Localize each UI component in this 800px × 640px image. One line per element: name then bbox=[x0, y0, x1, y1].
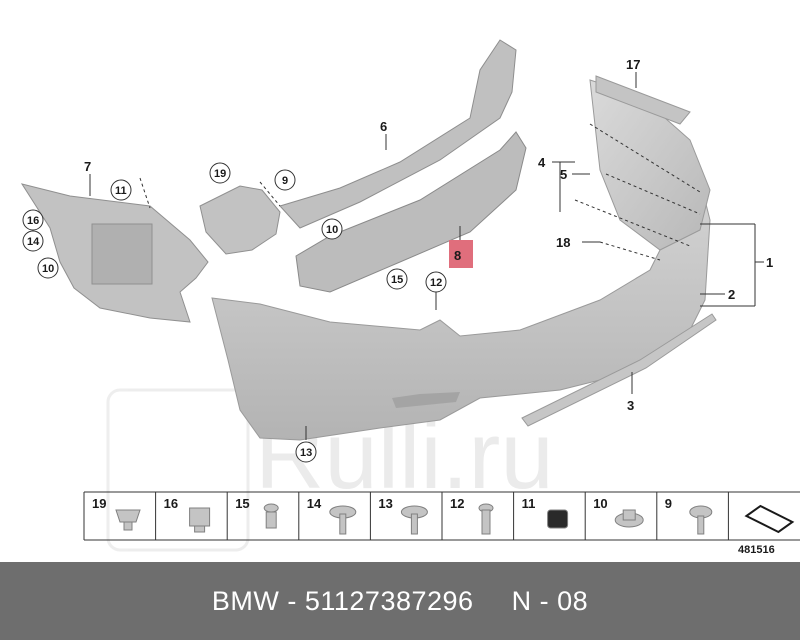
callout-19[interactable]: 19 bbox=[214, 168, 226, 180]
footer-page-letter: N bbox=[511, 585, 532, 616]
spring-nut-icon bbox=[189, 507, 211, 533]
callout-10-left[interactable]: 10 bbox=[42, 263, 54, 275]
footer-page-number: 08 bbox=[557, 585, 589, 616]
legend-item[interactable]: 9 bbox=[656, 492, 713, 540]
bracket-middle[interactable] bbox=[199, 185, 281, 255]
legend-item[interactable]: 15 bbox=[226, 492, 279, 540]
legend-item[interactable]: 11 bbox=[513, 492, 569, 540]
callout-17[interactable]: 17 bbox=[626, 57, 640, 72]
footer-bar: BMW - 51127387296 N - 08 bbox=[0, 562, 800, 640]
legend-item[interactable]: 19 bbox=[83, 492, 141, 540]
legend-number: 19 bbox=[92, 496, 106, 511]
bracket-left[interactable] bbox=[20, 183, 209, 323]
legend-number: 10 bbox=[593, 496, 607, 511]
reinforcement-bar[interactable] bbox=[279, 39, 517, 229]
callouts: 1 2 3 4 5 6 7 17 18 bbox=[84, 57, 773, 413]
legend-number: 15 bbox=[235, 496, 249, 511]
legend-number: 11 bbox=[522, 496, 536, 511]
callout-10-center[interactable]: 10 bbox=[326, 224, 338, 236]
clip-nut-icon bbox=[115, 509, 141, 531]
diagram-number: 481516 bbox=[738, 544, 775, 556]
collar-screw-icon bbox=[400, 505, 428, 535]
footer-brand: BMW bbox=[211, 585, 280, 616]
legend-number: 9 bbox=[665, 496, 672, 511]
circled-callout-labels: 12 13 15 19 9 10 11 16 14 10 bbox=[27, 168, 442, 459]
callout-4[interactable]: 4 bbox=[538, 155, 546, 170]
rubber-bushing-icon bbox=[547, 509, 569, 529]
footer-page-dash: - bbox=[539, 585, 550, 616]
callout-13[interactable]: 13 bbox=[300, 447, 312, 459]
footer-dash: - bbox=[287, 585, 297, 616]
leader-lines bbox=[89, 72, 764, 440]
collar-bolt-icon bbox=[689, 505, 713, 535]
expanding-rivet-icon bbox=[263, 503, 279, 529]
plate-arrow-icon bbox=[744, 504, 795, 534]
hex-collar-nut-icon bbox=[614, 509, 644, 528]
legend-item[interactable]: 16 bbox=[155, 492, 211, 540]
energy-absorber[interactable] bbox=[295, 131, 527, 293]
legend-item[interactable]: 12 bbox=[441, 492, 494, 540]
callout-11[interactable]: 11 bbox=[115, 185, 127, 197]
callout-18[interactable]: 18 bbox=[556, 235, 570, 250]
circled-callouts bbox=[22, 162, 447, 463]
legend-number: 12 bbox=[450, 496, 464, 511]
legend-item[interactable]: 10 bbox=[584, 492, 644, 540]
callout-3[interactable]: 3 bbox=[627, 398, 634, 413]
callout-7[interactable]: 7 bbox=[84, 159, 91, 174]
callout-14[interactable]: 14 bbox=[27, 236, 40, 248]
parts-diagram: Rulli.ru bbox=[20, 39, 800, 556]
dashed-leaders bbox=[139, 123, 701, 261]
callout-5[interactable]: 5 bbox=[560, 167, 567, 182]
legend-number: 13 bbox=[378, 496, 392, 511]
callout-9[interactable]: 9 bbox=[282, 175, 288, 187]
callout-16[interactable]: 16 bbox=[27, 215, 39, 227]
legend-item[interactable]: 13 bbox=[369, 492, 428, 540]
callout-1[interactable]: 1 bbox=[766, 255, 773, 270]
legend-number: 14 bbox=[307, 496, 322, 511]
callout-12[interactable]: 12 bbox=[430, 277, 442, 289]
legend-item[interactable]: 14 bbox=[298, 492, 357, 540]
bumper-cover[interactable] bbox=[211, 75, 711, 441]
trim-strip[interactable] bbox=[521, 313, 717, 427]
callout-6[interactable]: 6 bbox=[380, 119, 387, 134]
footer-part-number[interactable]: 51127387296 bbox=[304, 585, 474, 616]
collar-screw-icon bbox=[329, 505, 357, 535]
legend-number: 16 bbox=[164, 496, 178, 511]
callout-8: 8 bbox=[454, 248, 461, 263]
callout-8-selected[interactable]: 8 bbox=[449, 240, 473, 268]
callout-2[interactable]: 2 bbox=[728, 287, 735, 302]
callout-15[interactable]: 15 bbox=[391, 274, 403, 286]
legend-item[interactable] bbox=[727, 492, 795, 540]
legend-strip: 19 16 15 14 13 12 11 10 9 bbox=[83, 491, 800, 541]
hex-bolt-icon bbox=[478, 503, 494, 535]
